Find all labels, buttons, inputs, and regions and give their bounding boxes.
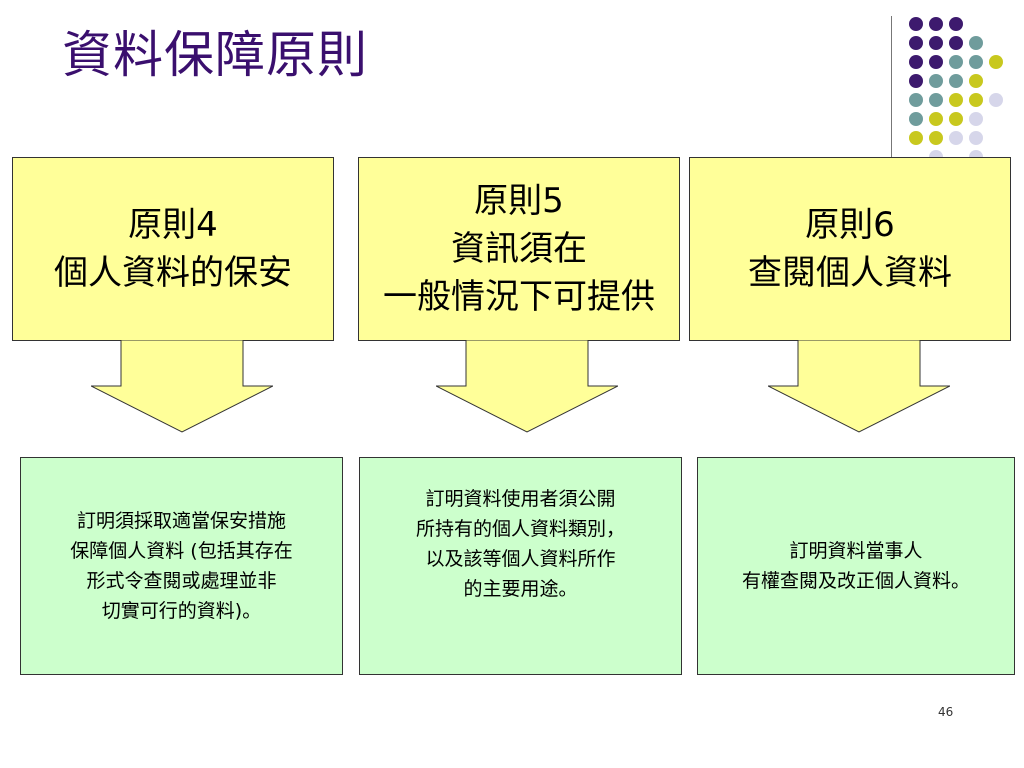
principle-text-line: 一般情況下可提供: [383, 277, 655, 317]
principle-heading-number: 6: [873, 205, 895, 245]
dot: [969, 112, 983, 126]
description-line: 訂明資料使用者須公開: [425, 488, 616, 510]
dot: [909, 74, 923, 88]
slide-title: 資料保障原則: [62, 26, 368, 84]
decorative-dot-grid: [905, 14, 1005, 164]
principle-text-line: 資訊須在: [451, 229, 587, 269]
dot: [929, 93, 943, 107]
dot: [909, 17, 923, 31]
description-line: 切實可行的資料)。: [101, 600, 262, 622]
principle-heading: 原則5: [474, 177, 564, 225]
page-number: 46: [938, 705, 954, 719]
dot: [949, 17, 963, 31]
down-arrow-icon: [768, 340, 950, 433]
dot: [989, 55, 1003, 69]
dot: [929, 74, 943, 88]
description-line: 保障個人資料 (包括其存在: [70, 540, 293, 562]
description-line: 訂明資料當事人: [789, 540, 923, 562]
description-line: 有權查閱及改正個人資料。: [741, 570, 970, 592]
description-line: 訂明須採取適當保安措施: [76, 510, 286, 532]
dot: [969, 36, 983, 50]
principle-heading-prefix: 原則: [128, 205, 197, 245]
dot: [909, 55, 923, 69]
dot: [909, 36, 923, 50]
description-line: 形式令查閱或處理並非: [86, 570, 277, 592]
principle-text-line: 查閱個人資料: [748, 253, 952, 293]
dot: [969, 93, 983, 107]
dot: [969, 55, 983, 69]
dot: [929, 131, 943, 145]
dot: [929, 36, 943, 50]
dot: [949, 131, 963, 145]
down-arrow-icon: [91, 340, 273, 433]
dot: [909, 93, 923, 107]
dot: [989, 93, 1003, 107]
principle-heading-number: 5: [542, 181, 564, 221]
principle-heading-number: 4: [196, 205, 218, 245]
principle-text-line: 個人資料的保安: [54, 253, 292, 293]
principle-heading: 原則4: [128, 201, 218, 249]
dot: [969, 74, 983, 88]
dot: [929, 17, 943, 31]
down-arrow-icon: [436, 340, 618, 433]
dot: [929, 55, 943, 69]
dot: [969, 131, 983, 145]
description-line: 以及該等個人資料所作: [425, 548, 616, 570]
description-line: 的主要用途。: [463, 578, 578, 600]
description-box-6: 訂明資料當事人 有權查閱及改正個人資料。: [697, 457, 1015, 675]
dot: [949, 93, 963, 107]
dot: [949, 74, 963, 88]
dot: [949, 55, 963, 69]
principle-heading-prefix: 原則: [805, 205, 874, 245]
description-line: 所持有的個人資料類別，: [415, 518, 625, 540]
principle-box-5: 原則5 資訊須在 一般情況下可提供: [358, 157, 680, 341]
principle-box-4: 原則4 個人資料的保安: [12, 157, 334, 341]
principle-heading-prefix: 原則: [474, 181, 543, 221]
principle-heading: 原則6: [805, 201, 895, 249]
divider-line: [891, 16, 892, 158]
description-box-4: 訂明須採取適當保安措施 保障個人資料 (包括其存在 形式令查閱或處理並非 切實可…: [20, 457, 343, 675]
description-box-5: 訂明資料使用者須公開 所持有的個人資料類別， 以及該等個人資料所作 的主要用途。: [359, 457, 682, 675]
dot: [909, 112, 923, 126]
dot: [929, 112, 943, 126]
dot: [949, 112, 963, 126]
dot: [949, 36, 963, 50]
dot: [909, 131, 923, 145]
principle-box-6: 原則6 查閱個人資料: [689, 157, 1011, 341]
